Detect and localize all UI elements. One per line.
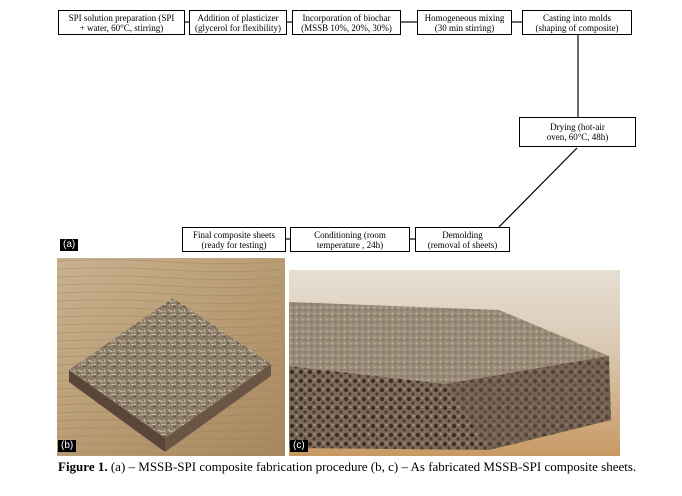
- flow-step-text: SPI solution preparation (SPI + water, 6…: [68, 12, 175, 33]
- flow-step-text: Drying (hot-air oven, 60°C, 48h): [546, 122, 609, 142]
- composite-block-image: [289, 270, 620, 456]
- flow-step-drying: Drying (hot-air oven, 60°C, 48h): [519, 117, 636, 147]
- photo-composite-block-c: [289, 270, 620, 456]
- figure-caption: Figure 1. (a) – MSSB-SPI composite fabri…: [58, 459, 668, 475]
- flow-step-text: Demolding (removal of sheets): [427, 229, 498, 250]
- flow-step-biochar: Incorporation of biochar (MSSB 10%, 20%,…: [292, 10, 401, 35]
- composite-sheet-image: [57, 258, 285, 456]
- figure-caption-label: Figure 1.: [58, 459, 108, 474]
- flow-step-text: Addition of plasticizer (glycerol for fl…: [195, 12, 281, 33]
- photo-composite-sheet-b: [57, 258, 285, 456]
- flow-step-mixing: Homogeneous mixing (30 min stirring): [417, 10, 512, 35]
- flow-step-text: Incorporation of biochar (MSSB 10%, 20%,…: [301, 12, 392, 33]
- flow-step-text: Casting into molds (shaping of composite…: [535, 12, 619, 33]
- panel-label-a: (a): [60, 239, 79, 251]
- flow-step-text: Conditioning (room temperature , 24h): [314, 229, 386, 250]
- flow-step-solution-prep: SPI solution preparation (SPI + water, 6…: [58, 10, 185, 35]
- flow-step-text: Homogeneous mixing (30 min stirring): [424, 12, 505, 33]
- flow-step-casting: Casting into molds (shaping of composite…: [522, 10, 632, 35]
- flow-step-final-sheets: Final composite sheets (ready for testin…: [182, 227, 286, 252]
- flow-step-demolding: Demolding (removal of sheets): [415, 227, 510, 252]
- flow-step-text: Final composite sheets (ready for testin…: [193, 229, 275, 250]
- panel-label-c: (c): [290, 440, 308, 452]
- panel-label-b: (b): [58, 440, 77, 452]
- flow-step-plasticizer: Addition of plasticizer (glycerol for fl…: [189, 10, 287, 35]
- flow-step-conditioning: Conditioning (room temperature , 24h): [290, 227, 410, 252]
- figure-caption-text: (a) – MSSB-SPI composite fabrication pro…: [107, 459, 637, 474]
